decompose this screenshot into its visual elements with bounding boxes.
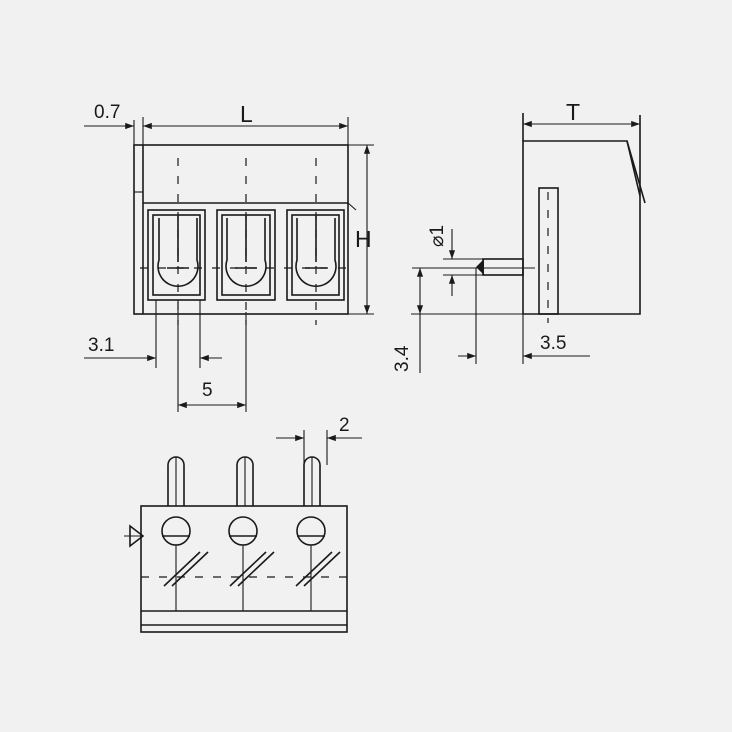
label-H: H [355,226,372,252]
side-view: T ⌀1 3.4 3.5 [392,99,646,373]
front-cavity-corner [347,202,357,211]
pin-hole-2 [228,516,258,546]
opening-frame-1 [147,209,206,301]
label-2: 2 [339,415,350,436]
side-body-outline [522,140,641,315]
hatch-1a [163,551,201,587]
pin-hole-3 [296,516,326,546]
pin-hole-1 [161,516,191,546]
opening-frame-3 [286,209,345,301]
bottom-body-outline [140,505,348,633]
hatch-3a [295,551,333,587]
side-latch [626,140,646,204]
opening-inner-1 [152,214,201,296]
side-pin-slot [538,187,559,315]
front-body-outline [133,144,349,315]
hatch-2b [237,551,275,587]
label-T: T [566,99,580,125]
hatch-2a [229,551,267,587]
label-pin-diameter: ⌀1 [427,225,448,247]
label-3-5: 3.5 [540,333,566,354]
label-3-1: 3.1 [88,335,114,356]
bottom-view: 2 [124,415,362,633]
label-5: 5 [202,380,213,401]
side-pin-tip [476,259,484,275]
bottom-hatching [163,551,341,587]
front-dimensions [84,117,374,412]
bottom-dimensions [276,430,362,465]
bottom-pins [161,456,326,611]
label-3-4: 3.4 [392,345,413,372]
front-view: 0.7 L H 3.1 5 [84,101,374,412]
hatch-1b [171,551,209,587]
opening-frame-2 [216,209,276,301]
label-0-7: 0.7 [94,102,120,123]
side-dimensions [411,120,640,373]
hatch-3b [303,551,341,587]
label-L: L [240,101,253,127]
side-pin [482,258,524,276]
